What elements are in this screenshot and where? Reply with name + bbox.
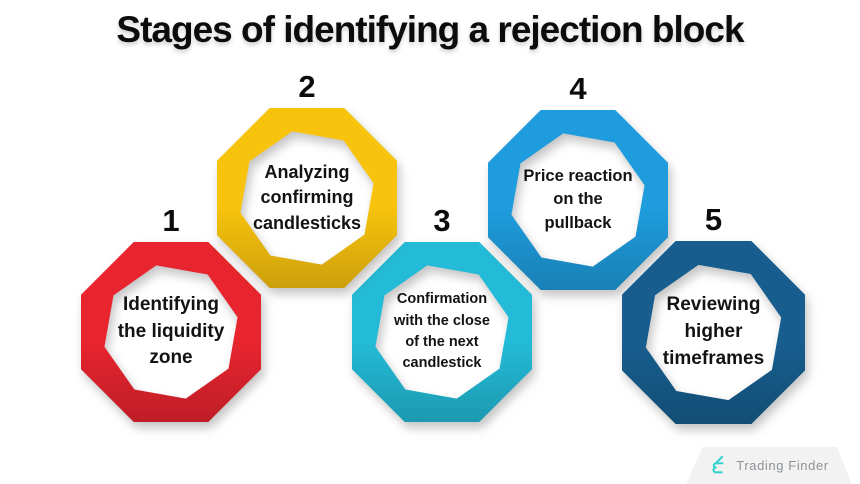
stage-5-label: Reviewing higher timeframes [662,294,765,369]
stage-1-label: Identifying the liquidity zone [117,293,225,369]
stage-1-number: 1 [162,203,180,238]
stage-1-identify-liquidity-zone: 1 Identifying the liquidity zone [81,203,261,422]
trading-finder-wordmark: Trading Finder [736,458,829,473]
trading-finder-badge: Trading Finder [686,447,852,484]
stage-2-number: 2 [298,69,316,104]
stage-3-confirmation-close: 3 Confirmation with the close of the nex… [352,203,532,422]
stage-4-number: 4 [569,71,587,106]
stage-3-label: Confirmation with the close of the next … [394,291,490,372]
stage-5-number: 5 [704,202,723,237]
page-title: Stages of identifying a rejection block [116,9,744,50]
stage-2-analyze-candlesticks: 2 Analyzing confirming candlesticks [217,69,397,288]
trading-finder-icon [712,455,724,473]
stage-4-price-reaction-pullback: 4 Price reaction on the pullback [488,71,668,290]
stage-2-label: Analyzing confirming candlesticks [252,161,362,233]
stage-5-review-higher-timeframes: 5 Reviewing higher timeframes [622,202,805,424]
stage-3-number: 3 [433,203,451,238]
stage-4-label: Price reaction on the pullback [523,166,633,232]
